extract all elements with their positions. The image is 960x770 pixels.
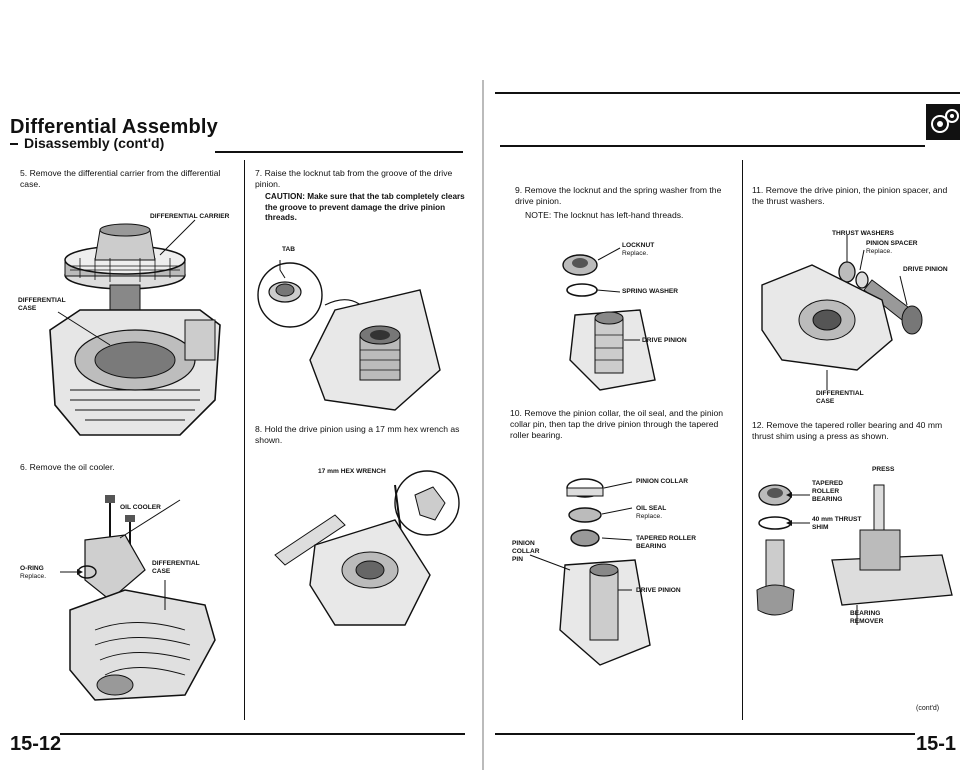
header-rule-right — [500, 145, 925, 147]
step-8: 8. Hold the drive pinion using a 17 mm h… — [255, 424, 465, 446]
label-thrust-shim: 40 mm THRUST SHIM — [812, 516, 861, 532]
step-text: Hold the drive pinion using a 17 mm hex … — [255, 424, 460, 445]
label-line: DIFFERENTIAL — [18, 297, 66, 304]
label-line: CASE — [18, 305, 37, 312]
step-text: Remove the pinion collar, the oil seal, … — [510, 408, 724, 440]
label-line: O-RING — [20, 565, 44, 572]
subtitle-rule — [215, 151, 463, 153]
step-9: 9. Remove the locknut and the spring was… — [515, 185, 733, 207]
label-line: CASE — [152, 568, 171, 575]
figure-oil-cooler — [60, 495, 216, 701]
step-11: 11. Remove the drive pinion, the pinion … — [752, 185, 957, 207]
label-locknut: LOCKNUT Replace. — [622, 242, 654, 258]
figure-pinion-collar — [529, 478, 651, 666]
step-text: Remove the oil cooler. — [29, 462, 115, 472]
label-line: DIFFERENTIAL — [816, 390, 864, 397]
label-drive-pinion-11: DRIVE PINION — [903, 266, 948, 273]
figure-differential-carrier — [49, 219, 221, 436]
label-tapered-roller-bearing-12: TAPERED ROLLER BEARING — [812, 480, 843, 504]
step-7: 7. Raise the locknut tab from the groove… — [255, 168, 465, 190]
figure-locknut-tab — [257, 260, 441, 411]
label-differential-carrier: DIFFERENTIAL CARRIER — [150, 213, 230, 220]
label-pinion-spacer: PINION SPACER Replace. — [866, 240, 918, 256]
label-line: ROLLER — [812, 488, 840, 495]
step-text: Remove the drive pinion, the pinion spac… — [752, 185, 948, 206]
page-title: Differential Assembly — [10, 116, 218, 138]
label-press: PRESS — [872, 466, 895, 473]
step-12: 12. Remove the tapered roller bearing an… — [752, 420, 957, 442]
label-line: TAPERED — [812, 480, 844, 487]
step-9-note: NOTE: The locknut has left-hand threads. — [525, 210, 684, 220]
label-o-ring: O-RING Replace. — [20, 565, 46, 581]
label-thrust-washers: THRUST WASHERS — [832, 230, 894, 237]
figure-hex-wrench — [274, 470, 460, 626]
binding-shadow — [482, 80, 484, 770]
step-number: 5. — [20, 168, 28, 178]
step-text: Remove the tapered roller bearing and 40… — [752, 420, 943, 441]
label-line: COLLAR — [512, 548, 540, 555]
label-bearing-remover: BEARING REMOVER — [850, 610, 883, 626]
step-7-caution: CAUTION: Make sure that the tab complete… — [265, 192, 465, 222]
label-line: SHIM — [812, 524, 829, 531]
label-drive-pinion-9: DRIVE PINION — [642, 337, 687, 344]
label-line: PIN — [512, 556, 523, 563]
label-differential-case-2: DIFFERENTIAL CASE — [152, 560, 200, 576]
column-divider-left — [244, 160, 245, 720]
label-line: LOCKNUT — [622, 242, 655, 249]
step-text: Remove the locknut and the spring washer… — [515, 185, 722, 206]
step-text: Raise the locknut tab from the groove of… — [255, 168, 453, 189]
step-number: 9. — [515, 185, 523, 195]
label-line: BEARING — [812, 496, 843, 503]
label-line: CASE — [816, 398, 835, 405]
step-5: 5. Remove the differential carrier from … — [20, 168, 235, 190]
figure-drive-pinion-removal — [761, 235, 923, 390]
top-rule-right — [495, 92, 960, 94]
label-drive-pinion-10: DRIVE PINION — [636, 587, 681, 594]
step-number: 10. — [510, 408, 522, 418]
label-note: Replace. — [622, 250, 649, 257]
step-number: 6. — [20, 462, 28, 472]
label-tapered-roller-bearing: TAPERED ROLLER BEARING — [636, 535, 696, 551]
label-line: BEARING — [850, 610, 881, 617]
step-number: 12. — [752, 420, 764, 430]
label-line: REMOVER — [850, 618, 884, 625]
label-line: 40 mm THRUST — [812, 516, 862, 523]
label-differential-case-3: DIFFERENTIAL CASE — [816, 390, 864, 406]
label-pinion-collar: PINION COLLAR — [636, 478, 689, 485]
gear-icon — [931, 109, 959, 133]
label-differential-case: DIFFERENTIAL CASE — [18, 297, 66, 313]
continued-note: (cont'd) — [916, 705, 940, 712]
figure-bearing-press — [756, 484, 953, 625]
title-rule — [10, 143, 18, 145]
label-oil-seal: OIL SEAL Replace. — [636, 505, 666, 521]
label-tab: TAB — [282, 246, 296, 253]
label-17mm-hex-wrench: 17 mm HEX WRENCH — [318, 468, 386, 475]
label-line: OIL SEAL — [636, 505, 667, 512]
bottom-rule-right — [495, 733, 915, 735]
label-line: BEARING — [636, 543, 667, 550]
figure-locknut-washer — [562, 247, 656, 391]
label-line: DIFFERENTIAL — [152, 560, 200, 567]
step-number: 8. — [255, 424, 263, 434]
step-number: 11. — [752, 185, 764, 195]
step-text: Remove the differential carrier from the… — [20, 168, 221, 189]
step-number: 7. — [255, 168, 263, 178]
page-number-right: 15-1 — [916, 733, 957, 755]
section-icon-box — [926, 104, 960, 140]
step-6: 6. Remove the oil cooler. — [20, 462, 235, 473]
label-line: PINION SPACER — [866, 240, 918, 247]
label-oil-cooler: OIL COOLER — [120, 504, 161, 511]
step-10: 10. Remove the pinion collar, the oil se… — [510, 408, 732, 441]
label-spring-washer: SPRING WASHER — [622, 288, 679, 295]
page-number-left: 15-12 — [10, 733, 62, 755]
label-note: Replace. — [20, 573, 47, 580]
label-note: Replace. — [866, 248, 893, 255]
label-pinion-collar-pin: PINION COLLAR PIN — [512, 540, 539, 564]
label-line: TAPERED ROLLER — [636, 535, 696, 542]
label-line: PINION — [512, 540, 535, 547]
bottom-rule-left — [60, 733, 465, 735]
section-subtitle: Disassembly (cont'd) — [24, 135, 165, 151]
label-note: Replace. — [636, 513, 663, 520]
column-divider-right — [742, 160, 743, 720]
